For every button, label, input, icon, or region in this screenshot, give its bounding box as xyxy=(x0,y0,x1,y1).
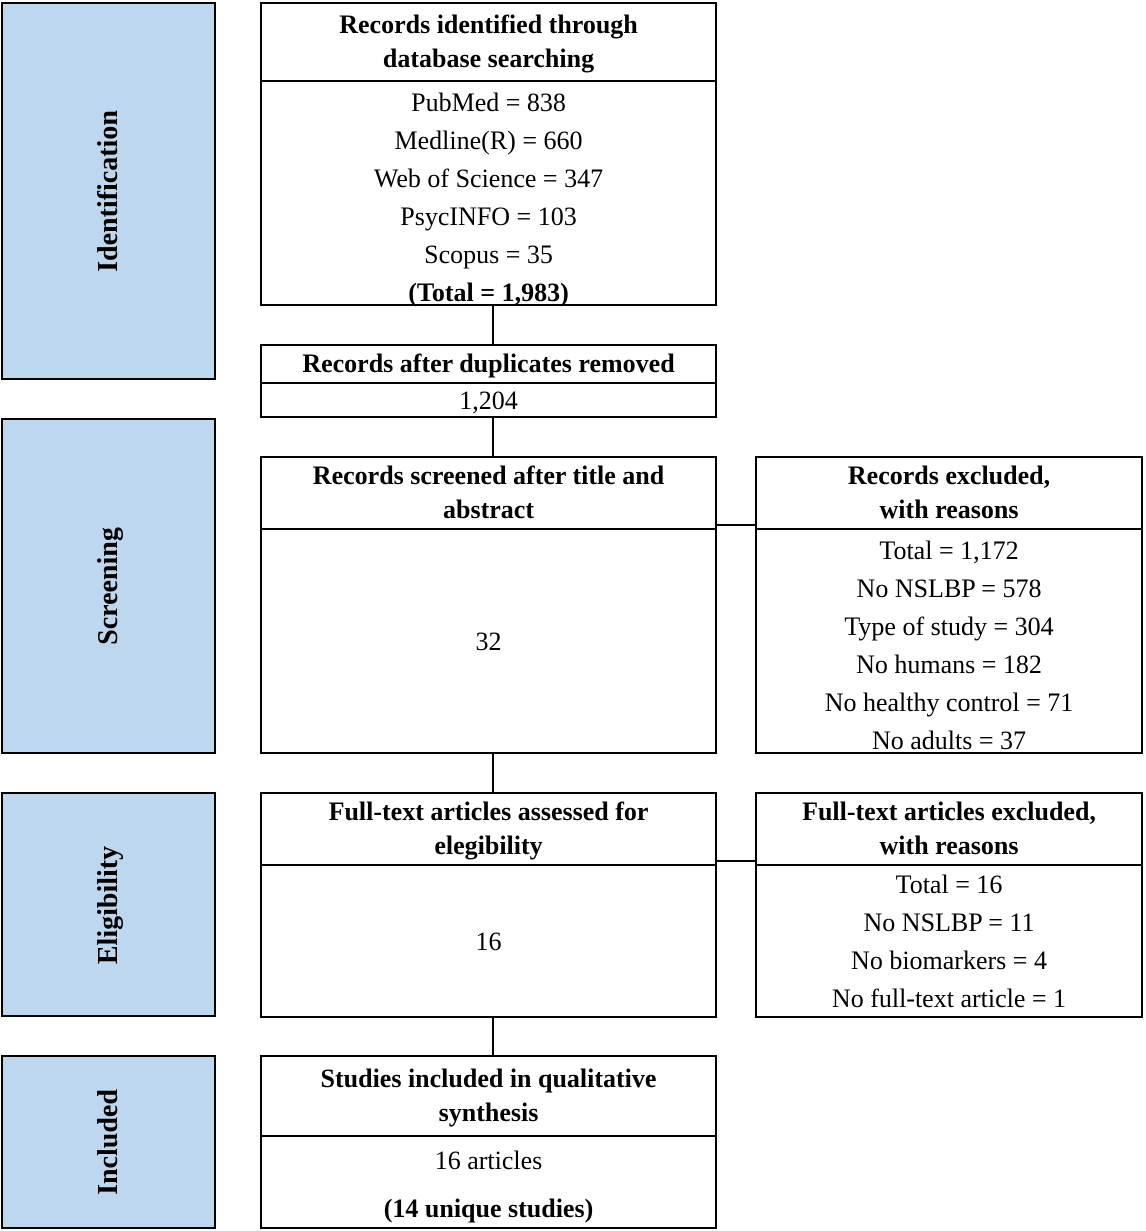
identified-item: PsycINFO = 103 xyxy=(400,202,577,231)
included-box: Studies included in qualitative synthesi… xyxy=(260,1055,717,1229)
excluded-records-list: Total = 1,172 No NSLBP = 578 Type of stu… xyxy=(757,530,1141,760)
identified-item: Scopus = 35 xyxy=(424,240,553,269)
stage-included: Included xyxy=(1,1055,216,1229)
screened-title-line1: Records screened after title and xyxy=(312,461,665,490)
stage-eligibility: Eligibility xyxy=(1,792,216,1017)
fulltext-value: 16 xyxy=(475,927,502,956)
fulltext-title-line2: elegibility xyxy=(434,831,543,860)
included-header: Studies included in qualitative synthesi… xyxy=(262,1057,715,1137)
duplicates-title: Records after duplicates removed xyxy=(302,349,675,378)
identified-list: PubMed = 838 Medline(R) = 660 Web of Sci… xyxy=(262,82,715,312)
excluded-records-item: No adults = 37 xyxy=(871,726,1027,755)
connector-fulltext-included xyxy=(492,1016,494,1056)
included-value: 16 articles xyxy=(434,1146,543,1175)
fulltext-title-line1: Full-text articles assessed for xyxy=(328,797,649,826)
stage-label-eligibility: Eligibility xyxy=(92,845,124,964)
excluded-records-item: No NSLBP = 578 xyxy=(856,574,1042,603)
stage-label-included: Included xyxy=(92,1089,124,1195)
excluded-records-item: Type of study = 304 xyxy=(844,612,1054,641)
screened-value: 32 xyxy=(475,627,502,656)
identified-header: Records identified through database sear… xyxy=(262,4,715,82)
identified-title-line2: database searching xyxy=(382,44,595,73)
excluded-records-item: No healthy control = 71 xyxy=(824,688,1074,717)
stage-screening: Screening xyxy=(1,418,216,754)
stage-identification: Identification xyxy=(1,2,216,380)
stage-label-screening: Screening xyxy=(92,527,124,645)
connector-duplicates-screened xyxy=(492,417,494,457)
connector-screened-fulltext xyxy=(492,753,494,793)
excluded-records-item: Total = 1,172 xyxy=(879,536,1019,565)
screened-header: Records screened after title and abstrac… xyxy=(262,458,715,530)
excluded-fulltext-item: No full-text article = 1 xyxy=(831,984,1067,1013)
excluded-records-title-line2: with reasons xyxy=(879,495,1019,524)
identified-box: Records identified through database sear… xyxy=(260,2,717,307)
excluded-fulltext-title-line2: with reasons xyxy=(879,831,1019,860)
screened-box: Records screened after title and abstrac… xyxy=(260,456,717,754)
included-unique: (14 unique studies) xyxy=(383,1194,594,1223)
fulltext-box: Full-text articles assessed for elegibil… xyxy=(260,792,717,1018)
excluded-fulltext-header: Full-text articles excluded, with reason… xyxy=(757,794,1141,866)
excluded-fulltext-item: Total = 16 xyxy=(895,870,1003,899)
duplicates-value: 1,204 xyxy=(459,386,518,415)
included-values: 16 articles (14 unique studies) xyxy=(262,1137,715,1227)
excluded-records-title-line1: Records excluded, xyxy=(847,461,1051,490)
excluded-fulltext-list: Total = 16 No NSLBP = 11 No biomarkers =… xyxy=(757,866,1141,1018)
connector-fulltext-excluded xyxy=(715,860,757,862)
stage-label-identification: Identification xyxy=(92,110,124,272)
connector-identified-duplicates xyxy=(492,305,494,345)
excluded-records-box: Records excluded, with reasons Total = 1… xyxy=(755,456,1143,755)
fulltext-header: Full-text articles assessed for elegibil… xyxy=(262,794,715,866)
excluded-fulltext-item: No NSLBP = 11 xyxy=(863,908,1035,937)
identified-title-line1: Records identified through xyxy=(339,10,638,39)
identified-item: Web of Science = 347 xyxy=(373,164,604,193)
excluded-fulltext-title-line1: Full-text articles excluded, xyxy=(802,797,1096,826)
identified-item: Medline(R) = 660 xyxy=(394,126,583,155)
excluded-fulltext-item: No biomarkers = 4 xyxy=(851,946,1047,975)
excluded-records-item: No humans = 182 xyxy=(856,650,1042,679)
connector-screened-excluded xyxy=(715,524,757,526)
excluded-records-header: Records excluded, with reasons xyxy=(757,458,1141,530)
identified-item: PubMed = 838 xyxy=(411,88,566,117)
screened-title-line2: abstract xyxy=(443,495,534,524)
included-title-line1: Studies included in qualitative xyxy=(320,1064,657,1093)
duplicates-header: Records after duplicates removed xyxy=(262,346,715,384)
included-title-line2: synthesis xyxy=(438,1098,539,1127)
duplicates-box: Records after duplicates removed 1,204 xyxy=(260,344,717,418)
identified-total: (Total = 1,983) xyxy=(408,278,569,307)
excluded-fulltext-box: Full-text articles excluded, with reason… xyxy=(755,792,1143,1018)
